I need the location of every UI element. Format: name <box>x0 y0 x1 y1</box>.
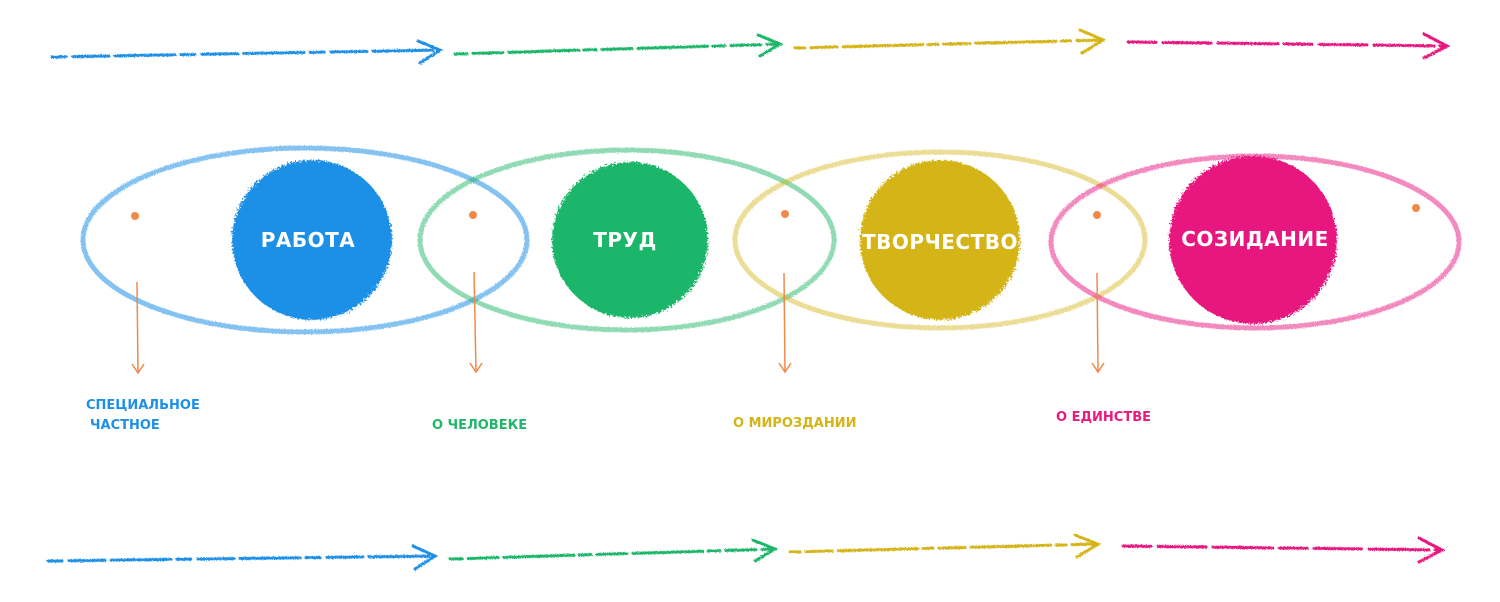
stage-sozidanie-circle <box>1169 156 1337 324</box>
top-arrow-pink <box>1126 32 1451 60</box>
caption-sozidanie: о единстве <box>1056 408 1151 428</box>
top-arrow-row <box>50 28 1451 65</box>
stage-tvorchestvo-dot <box>781 210 789 218</box>
stage-sozidanie-dot-right <box>1412 204 1420 212</box>
caption-trud-line-1: о человеке <box>432 418 528 433</box>
bottom-arrow-yellow <box>788 533 1102 559</box>
stage-label-tvorchestvo: творчество <box>862 230 1018 254</box>
bottom-arrow-blue <box>46 544 439 571</box>
stage-sozidanie-pointer-arrow <box>1091 272 1105 374</box>
stage-tvorchestvo-pointer-arrow <box>778 272 792 374</box>
stage-rabota <box>80 145 530 375</box>
caption-sozidanie-line-1: о единстве <box>1056 410 1151 425</box>
stage-sozidanie-ellipse <box>1048 153 1462 331</box>
stage-tvorchestvo <box>732 149 1148 374</box>
stage-trud-dot <box>469 211 477 219</box>
stage-tvorchestvo-ellipse <box>732 149 1148 331</box>
stage-trud <box>417 147 837 374</box>
stage-trud-pointer-arrow <box>469 271 483 374</box>
caption-rabota: специальное частное <box>86 396 200 436</box>
bottom-arrow-row <box>46 533 1446 571</box>
stage-rabota-pointer-arrow <box>131 281 145 375</box>
top-arrow-blue <box>50 39 444 65</box>
bottom-arrow-pink <box>1121 536 1446 564</box>
stage-trud-ellipse <box>417 147 837 333</box>
stage-rabota-dot <box>131 212 139 220</box>
stage-rabota-ellipse <box>80 145 530 335</box>
stage-label-sozidanie: созидание <box>1181 227 1329 251</box>
stage-tvorchestvo-circle <box>860 160 1020 320</box>
stage-label-rabota: работа <box>260 228 356 252</box>
top-arrow-green <box>453 33 784 58</box>
caption-tvorchestvo-line-1: о мироздании <box>733 416 857 431</box>
caption-tvorchestvo: о мироздании <box>733 414 857 434</box>
stage-sozidanie-dot-left <box>1093 211 1101 219</box>
stage-rabota-circle <box>232 160 392 320</box>
caption-rabota-line-2: частное <box>90 418 160 433</box>
stage-label-trud: труд <box>593 228 657 252</box>
bottom-arrow-green <box>448 538 779 563</box>
stage-trud-circle <box>552 162 708 318</box>
top-arrow-yellow <box>793 28 1107 55</box>
caption-rabota-line-1: специальное <box>86 398 200 413</box>
caption-trud: о человеке <box>432 416 527 436</box>
stage-sozidanie <box>1048 153 1462 374</box>
